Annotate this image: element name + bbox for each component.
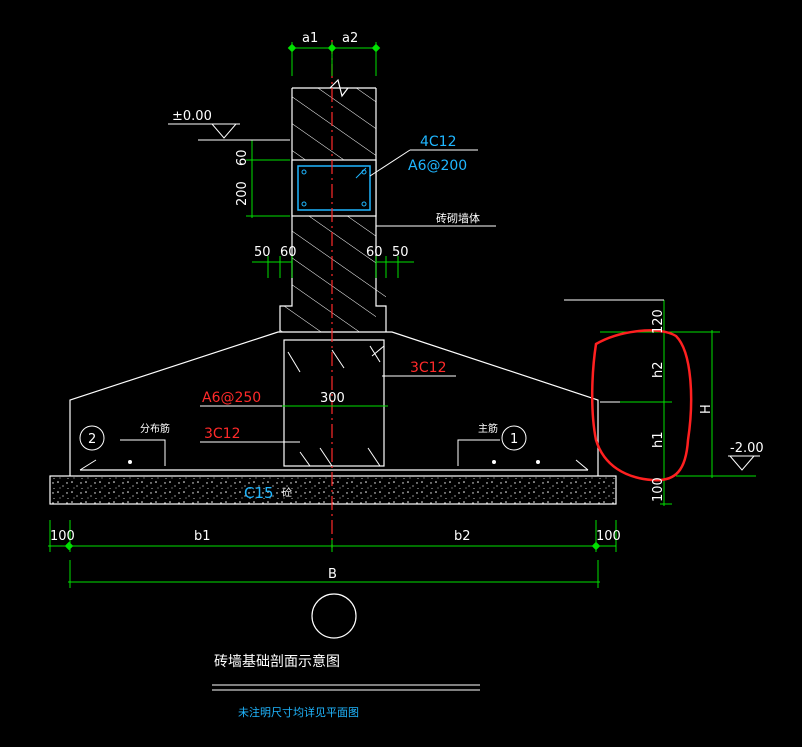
ring-beam bbox=[291, 159, 377, 217]
rebar-a6-200: A6@200 bbox=[408, 158, 467, 174]
concrete-grade: C15 bbox=[244, 484, 274, 502]
rebar-mark-2-circle bbox=[79, 425, 105, 451]
rebar-3c12-bottom: 3C12 bbox=[204, 426, 241, 442]
axis-circle bbox=[311, 593, 357, 639]
dimension-lines bbox=[48, 42, 756, 588]
rebar-a6-250: A6@250 bbox=[202, 390, 261, 406]
label-main-bar: 主筋 bbox=[478, 422, 498, 435]
rebar-4c12: 4C12 bbox=[420, 134, 457, 150]
dim-100-left: 100 bbox=[50, 529, 75, 544]
leader-lines bbox=[200, 149, 664, 691]
dim-100-right: 100 bbox=[651, 477, 666, 502]
dim-50-right: 50 bbox=[392, 245, 409, 260]
red-highlight-annotation bbox=[591, 329, 693, 482]
rebar-mark-1-circle bbox=[501, 425, 527, 451]
dim-h1: h1 bbox=[651, 431, 666, 448]
mark-2: 2 bbox=[88, 432, 96, 447]
labels: a1 a2 ±0.00 4C12 A6@200 60 200 砖砌墙体 50 6… bbox=[50, 31, 764, 719]
label-a2: a2 bbox=[342, 31, 358, 46]
dim-200-vertical: 200 bbox=[235, 181, 250, 206]
dim-60-right: 60 bbox=[366, 245, 383, 260]
elevation-bottom: -2.00 bbox=[730, 441, 764, 456]
drawing-title: 砖墙基础剖面示意图 bbox=[214, 653, 340, 670]
elevation-top: ±0.00 bbox=[172, 109, 212, 124]
elevation-markers bbox=[168, 123, 760, 471]
concrete-suffix: 砼 bbox=[282, 486, 292, 499]
dim-h2: h2 bbox=[651, 361, 666, 378]
drawing-note: 未注明尺寸均详见平面图 bbox=[238, 705, 359, 719]
dim-H: H bbox=[699, 404, 714, 414]
dim-b1: b1 bbox=[194, 529, 211, 544]
dim-300: 300 bbox=[320, 391, 345, 406]
label-a1: a1 bbox=[302, 31, 318, 46]
rebar-3c12-top: 3C12 bbox=[410, 360, 447, 376]
dim-60-vertical: 60 bbox=[235, 149, 250, 166]
dim-100-right-bottom: 100 bbox=[596, 529, 621, 544]
label-distribution-bar: 分布筋 bbox=[140, 422, 170, 435]
mark-1: 1 bbox=[510, 432, 518, 447]
dim-50-left: 50 bbox=[254, 245, 271, 260]
dim-B: B bbox=[328, 567, 337, 582]
concrete-bed-c15 bbox=[49, 475, 617, 505]
footing bbox=[69, 331, 599, 476]
wall-label: 砖砌墙体 bbox=[436, 211, 480, 225]
dim-b2: b2 bbox=[454, 529, 471, 544]
dim-60-left: 60 bbox=[280, 245, 297, 260]
dim-120: 120 bbox=[651, 309, 666, 334]
